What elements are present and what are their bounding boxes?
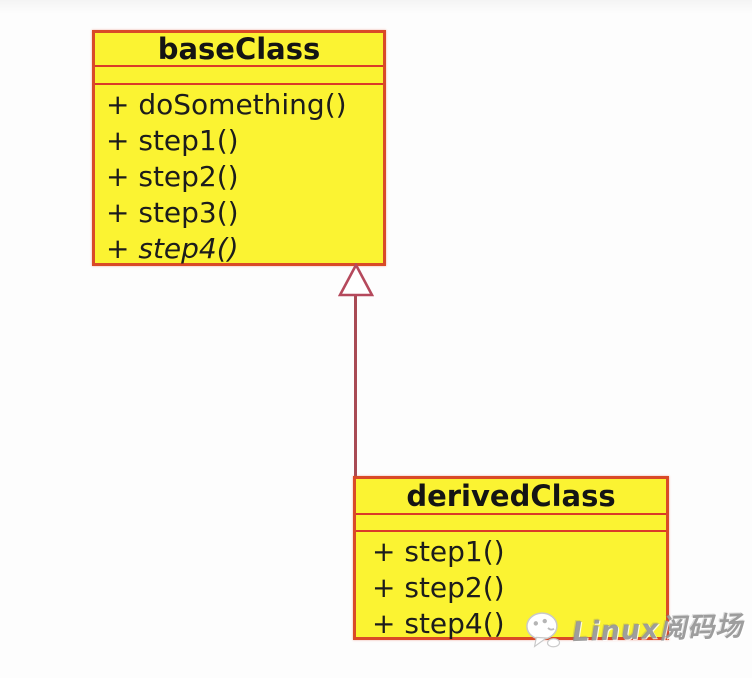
uml-class-baseclass: baseClass + doSomething() + step1() + st… — [92, 30, 386, 266]
baseclass-title: baseClass — [95, 33, 383, 67]
baseclass-method-step1: + step1() — [106, 124, 239, 157]
watermark: Linux阅码场 — [521, 602, 744, 652]
derivedclass-title: derivedClass — [356, 479, 666, 515]
baseclass-method-step4-abstract: + step4() — [106, 232, 239, 265]
watermark-text: Linux阅码场 — [571, 610, 744, 648]
generalization-hollow-triangle-icon — [338, 263, 374, 297]
baseclass-methods-section: + doSomething() + step1() + step2() + st… — [95, 85, 383, 267]
baseclass-method-step2: + step2() — [106, 160, 239, 193]
generalization-line — [354, 294, 357, 477]
baseclass-attributes-section — [95, 67, 383, 85]
speech-bubble-logo-icon — [526, 612, 561, 648]
derivedclass-method-step2: + step2() — [372, 571, 505, 604]
derivedclass-method-step4: + step4() — [372, 607, 505, 640]
baseclass-method-dosomething: + doSomething() — [106, 88, 347, 121]
baseclass-method-step3: + step3() — [106, 196, 239, 229]
derivedclass-attributes-section — [356, 515, 666, 532]
derivedclass-methods-section: + step1() + step2() + step4() — [356, 532, 666, 642]
uml-class-derivedclass: derivedClass + step1() + step2() + step4… — [353, 476, 669, 640]
derivedclass-method-step1: + step1() — [372, 535, 505, 568]
